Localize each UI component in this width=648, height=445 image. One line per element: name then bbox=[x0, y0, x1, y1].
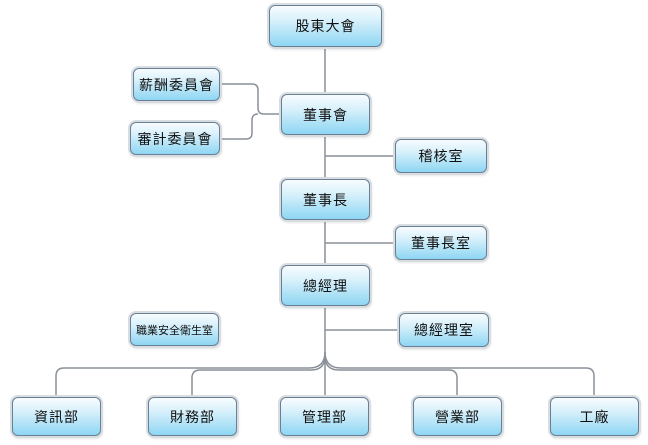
department-label-management: 管理部 bbox=[302, 409, 347, 426]
shareholders-meeting-label: 股東大會 bbox=[295, 19, 356, 35]
department-label-info: 資訊部 bbox=[34, 409, 79, 426]
general-manager-box: 總經理 bbox=[281, 265, 370, 306]
branch-factory bbox=[324, 351, 595, 397]
audit-committee-link bbox=[220, 113, 259, 140]
chairman-label: 董事長 bbox=[303, 192, 348, 209]
board-box: 董事會 bbox=[281, 94, 370, 135]
department-label-factory: 工廠 bbox=[579, 409, 610, 426]
department-box-info: 資訊部 bbox=[12, 397, 101, 436]
department-box-finance: 財務部 bbox=[148, 397, 237, 436]
branch-sales bbox=[324, 355, 458, 397]
audit-committee-box: 審計委員會 bbox=[130, 122, 220, 155]
compensation-committee-box: 薪酬委員會 bbox=[133, 68, 220, 101]
compensation-committee-label: 薪酬委員會 bbox=[139, 77, 214, 94]
department-label-sales: 營業部 bbox=[435, 409, 480, 426]
general-manager-office-box: 總經理室 bbox=[399, 313, 489, 347]
audit-committee-label: 審計委員會 bbox=[137, 131, 213, 148]
chairman-office-label: 董事長室 bbox=[411, 236, 471, 252]
comp-committee-link bbox=[220, 83, 281, 115]
chairman-box: 董事長 bbox=[281, 179, 370, 220]
internal-audit-office-box: 稽核室 bbox=[395, 139, 487, 173]
general-manager-office-label: 總經理室 bbox=[414, 323, 474, 339]
department-box-factory: 工廠 bbox=[550, 397, 639, 436]
occupational-safety-label: 職業安全衛生室 bbox=[136, 323, 213, 337]
branch-info bbox=[55, 351, 326, 397]
shareholders-meeting-box: 股東大會 bbox=[269, 5, 382, 47]
department-box-management: 管理部 bbox=[280, 397, 369, 436]
occupational-safety-box: 職業安全衛生室 bbox=[130, 313, 219, 346]
board-label: 董事會 bbox=[303, 107, 348, 124]
department-label-finance: 財務部 bbox=[170, 409, 215, 426]
general-manager-label: 總經理 bbox=[303, 278, 348, 295]
chairman-office-box: 董事長室 bbox=[395, 226, 487, 260]
department-box-sales: 營業部 bbox=[413, 397, 502, 436]
branch-fin bbox=[191, 355, 326, 397]
internal-audit-office-label: 稽核室 bbox=[418, 149, 464, 165]
